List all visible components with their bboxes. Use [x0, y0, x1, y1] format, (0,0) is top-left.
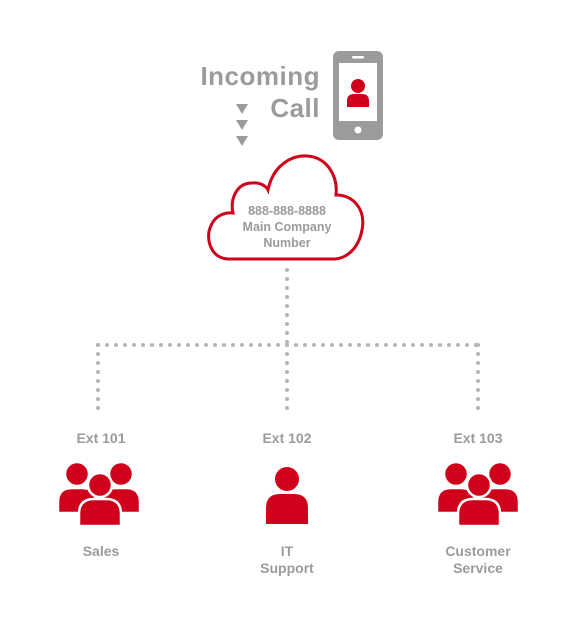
dept-it-support-line2: Support [260, 560, 314, 576]
main-number-block: 888-888-8888 Main Company Number [212, 203, 362, 251]
dept-it-support-line1: IT [280, 543, 294, 559]
dept-customer-service: Customer Service [413, 543, 543, 577]
dept-customer-service-line1: Customer [445, 543, 511, 559]
ext-102-label: Ext 102 [262, 430, 312, 446]
group-icon-sales [56, 460, 142, 528]
group-icon-customer-service [435, 460, 521, 528]
dept-it-support: IT Support [222, 543, 352, 577]
caller-user-icon [347, 79, 369, 107]
main-number-label-line1: Main Company [242, 220, 332, 234]
main-number-label-line2: Number [263, 236, 311, 250]
main-phone-number: 888-888-8888 [248, 204, 326, 218]
user-icon-it-support [266, 467, 308, 524]
dept-sales: Sales [36, 543, 166, 560]
dept-sales-line1: Sales [82, 543, 120, 559]
incoming-label-line1: Incoming [200, 61, 320, 91]
ext-103-label: Ext 103 [453, 430, 503, 446]
cloud-icon [207, 154, 365, 261]
ext-101-label: Ext 101 [76, 430, 126, 446]
connector-lines [96, 268, 480, 418]
dept-customer-service-line2: Service [453, 560, 503, 576]
down-arrow-icon [236, 104, 248, 146]
incoming-label-line2: Call [270, 93, 320, 123]
